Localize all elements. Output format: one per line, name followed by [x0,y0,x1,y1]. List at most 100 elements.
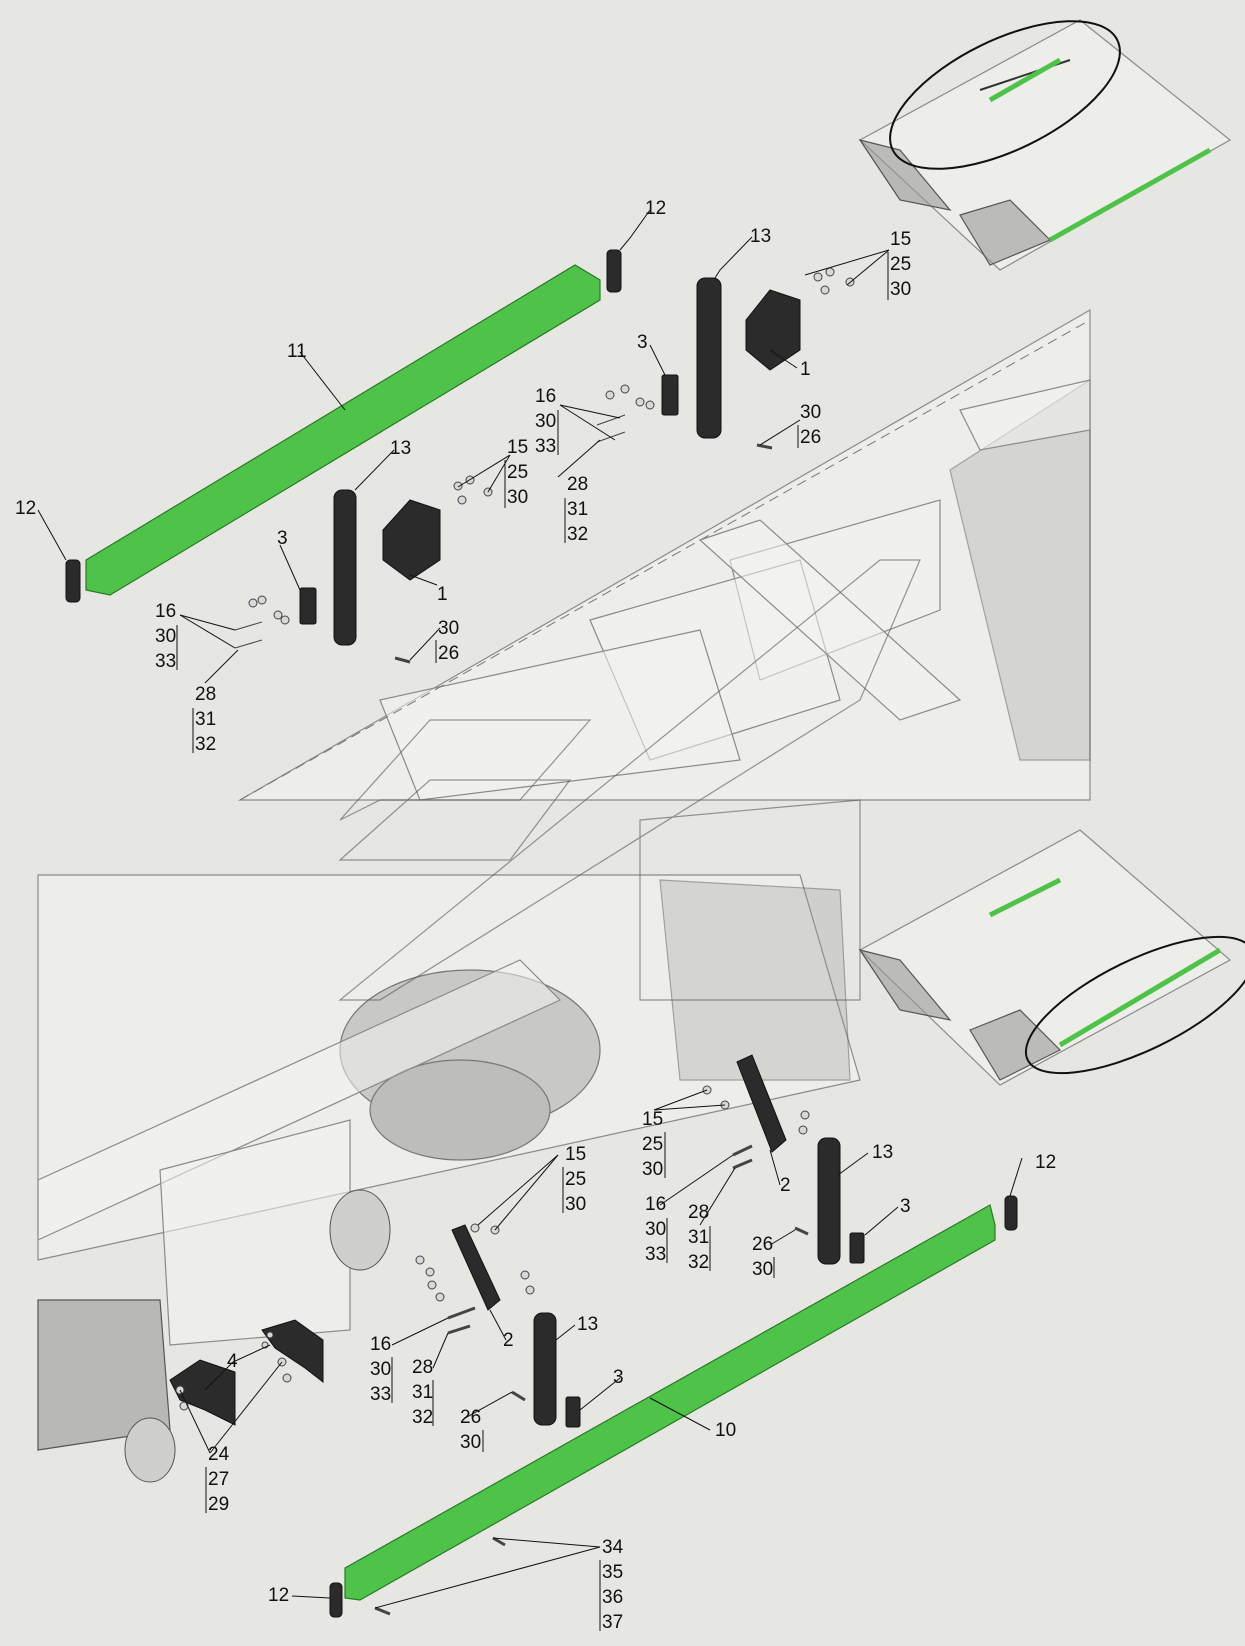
label-32: 32 [412,1407,433,1428]
label-1: 1 [800,359,811,380]
label-32: 32 [567,524,588,545]
label-30: 30 [642,1159,663,1180]
bottom-parts [169,1054,1018,1618]
end-cap-12-right [606,249,622,293]
chassis-frame-lower [37,874,861,1483]
label-11: 11 [287,341,307,362]
label-30: 30 [752,1259,773,1280]
label-12: 12 [1035,1152,1056,1173]
spacer-3-bottom-left [565,1396,581,1428]
label-30: 30 [800,402,821,423]
label-30: 30 [438,618,459,639]
watermark-logo [338,559,921,1001]
label-30: 30 [645,1219,666,1240]
bracket-13-right [696,277,722,439]
thumbnail-truck-top [858,19,1232,271]
label-30: 30 [535,411,556,432]
label-13: 13 [750,226,771,247]
label-30: 30 [370,1359,391,1380]
label-36: 36 [602,1587,623,1608]
label-31: 31 [195,709,216,730]
side-rail-10 [344,1204,996,1601]
label-16: 16 [535,386,556,407]
callout-labels: 12 13 15 25 30 11 3 1 16 30 33 30 26 13 … [15,198,1056,1633]
label-26: 26 [438,643,459,664]
bracket-13-bottom-left [533,1312,557,1426]
plate-2-bottom-left [451,1224,501,1311]
label-25: 25 [642,1134,663,1155]
label-31: 31 [688,1227,709,1248]
label-15: 15 [507,437,528,458]
end-cap-12-left [65,559,81,603]
label-26: 26 [800,427,821,448]
label-13: 13 [577,1314,598,1335]
plate-1-right [745,289,801,371]
label-16: 16 [155,601,176,622]
label-2: 2 [503,1330,514,1351]
label-30: 30 [155,626,176,647]
label-16: 16 [370,1334,391,1355]
label-30: 30 [565,1194,586,1215]
label-28: 28 [688,1202,709,1223]
top-parts [65,249,855,664]
bracket-13-bottom-right [817,1137,841,1265]
end-cap-12-bottom-right [1004,1195,1018,1231]
label-4: 4 [227,1351,238,1372]
label-28: 28 [567,474,588,495]
label-15: 15 [642,1109,663,1130]
label-2: 2 [780,1175,791,1196]
label-30: 30 [507,487,528,508]
spacer-3-bottom-right [849,1232,865,1264]
spacer-3-right [661,374,679,416]
label-35: 35 [602,1562,623,1583]
label-33: 33 [535,436,556,457]
label-26: 26 [752,1234,773,1255]
label-25: 25 [890,254,911,275]
label-33: 33 [645,1244,666,1265]
label-29: 29 [208,1494,229,1515]
bracket-13-left [333,489,357,646]
label-33: 33 [155,651,176,672]
label-24: 24 [208,1444,230,1465]
label-30: 30 [890,279,911,300]
label-3: 3 [277,528,288,549]
side-rail-11 [85,264,601,596]
label-30: 30 [460,1432,481,1453]
chassis-frame-upper [237,308,1091,801]
label-12: 12 [15,498,36,519]
label-12: 12 [645,198,666,219]
label-3: 3 [613,1367,624,1388]
plate-2-bottom-right [736,1054,787,1153]
label-32: 32 [688,1252,709,1273]
label-28: 28 [195,684,216,705]
label-31: 31 [567,499,588,520]
label-3: 3 [637,332,648,353]
label-13: 13 [872,1142,893,1163]
label-34: 34 [602,1537,624,1558]
bracket-4-right [261,1319,324,1384]
label-32: 32 [195,734,216,755]
label-28: 28 [412,1357,433,1378]
label-3: 3 [900,1196,911,1217]
label-27: 27 [208,1469,229,1490]
label-37: 37 [602,1612,623,1633]
thumbnail-truck-bottom [858,829,1245,1086]
end-cap-12-bottom-left [329,1582,343,1618]
label-25: 25 [507,462,528,483]
label-13: 13 [390,438,411,459]
plate-1-left [382,499,441,581]
label-15: 15 [890,229,911,250]
label-16: 16 [645,1194,666,1215]
label-1: 1 [437,584,448,605]
leader-lines [37,209,1023,1609]
spacer-3-left [299,587,317,625]
label-33: 33 [370,1384,391,1405]
label-15: 15 [565,1144,586,1165]
label-31: 31 [412,1382,433,1403]
label-25: 25 [565,1169,586,1190]
label-12: 12 [268,1585,289,1606]
label-26: 26 [460,1407,481,1428]
label-10: 10 [715,1420,736,1441]
